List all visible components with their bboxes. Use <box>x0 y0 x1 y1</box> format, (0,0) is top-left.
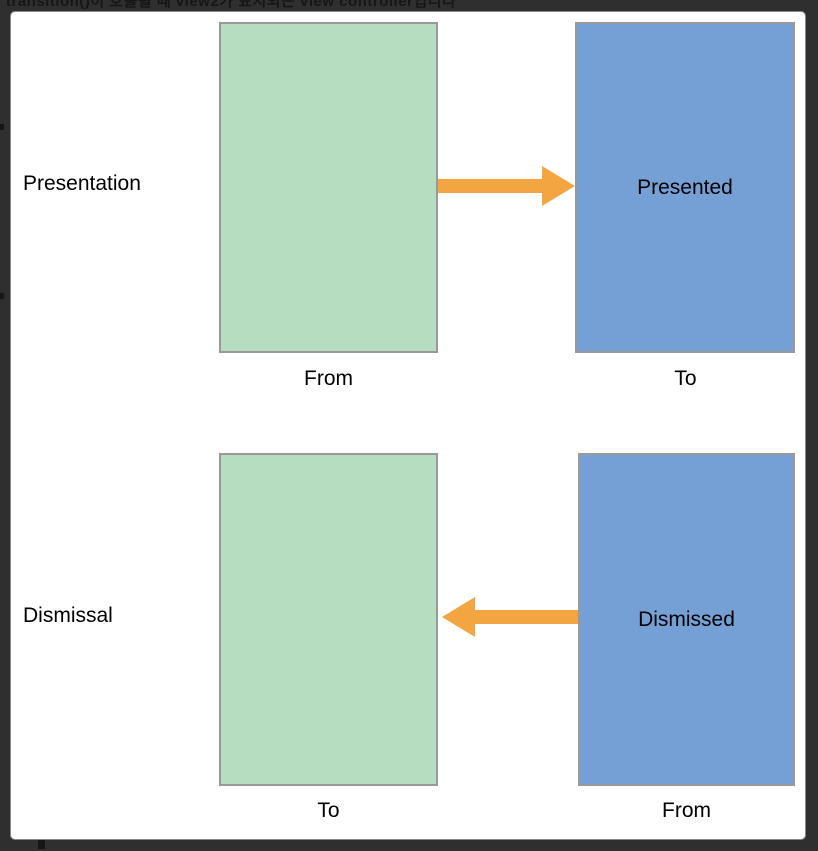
dismissed-box-label: Dismissed <box>638 607 735 631</box>
row-label-dismissal: Dismissal <box>23 604 113 627</box>
dismissal-to-box <box>219 453 438 786</box>
clipped-text-fragment <box>0 124 4 130</box>
row-label-presentation: Presentation <box>23 172 141 195</box>
dismissal-from-caption: From <box>662 799 711 822</box>
dismissal-from-box: Dismissed <box>578 453 795 786</box>
dismissal-to-caption: To <box>317 799 340 822</box>
presentation-to-caption: To <box>674 367 697 390</box>
arrow-right-icon <box>438 164 575 208</box>
clipped-background-text: transition()이 호출될 때 view2가 표시되는 view con… <box>6 0 457 10</box>
arrow-left-icon <box>442 595 579 639</box>
presentation-to-box: Presented <box>575 22 795 353</box>
diagram-panel: Presentation Presented From To Dismissal… <box>10 11 806 840</box>
clipped-text-fragment <box>38 840 45 849</box>
presentation-from-caption: From <box>304 367 353 390</box>
clipped-text-fragment <box>0 293 4 299</box>
presentation-from-box <box>219 22 438 353</box>
presented-box-label: Presented <box>637 175 733 199</box>
